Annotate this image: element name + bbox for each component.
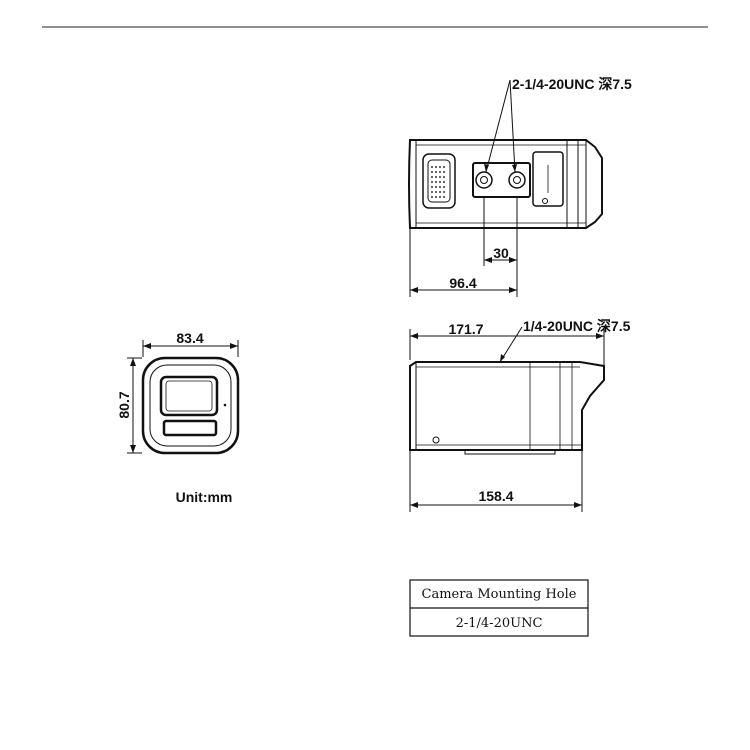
side-hole-callout: 1/4-20UNC 深7.5 bbox=[523, 318, 631, 334]
hole-spacing-label: 30 bbox=[493, 245, 509, 261]
front-width-dimension bbox=[142, 340, 239, 357]
side-view bbox=[409, 361, 605, 455]
front-height-label: 80.7 bbox=[116, 391, 132, 418]
front-view bbox=[141, 356, 240, 455]
hole-spacing-dimension bbox=[483, 197, 518, 266]
unit-label: Unit:mm bbox=[176, 489, 233, 505]
grille-dots bbox=[430, 165, 446, 199]
front-height-dimension bbox=[127, 357, 142, 454]
front-width-label: 83.4 bbox=[176, 330, 203, 346]
side-hole-leader bbox=[499, 326, 523, 363]
mounting-table-value: 2-1/4-20UNC bbox=[456, 616, 543, 631]
mounting-hole-table bbox=[409, 579, 589, 637]
base-length-dimension bbox=[409, 451, 583, 512]
bottom-holes-callout: 2-1/4-20UNC 深7.5 bbox=[512, 76, 632, 92]
mounting-table-header: Camera Mounting Hole bbox=[422, 587, 577, 602]
bottom-view bbox=[408, 139, 603, 229]
bottom-holes-leader bbox=[484, 79, 517, 173]
body-length-label: 171.7 bbox=[448, 321, 483, 337]
hole-offset-label: 96.4 bbox=[449, 275, 476, 291]
base-length-label: 158.4 bbox=[478, 488, 513, 504]
hole-offset-dimension bbox=[409, 229, 518, 297]
body-length-dimension bbox=[409, 329, 605, 365]
